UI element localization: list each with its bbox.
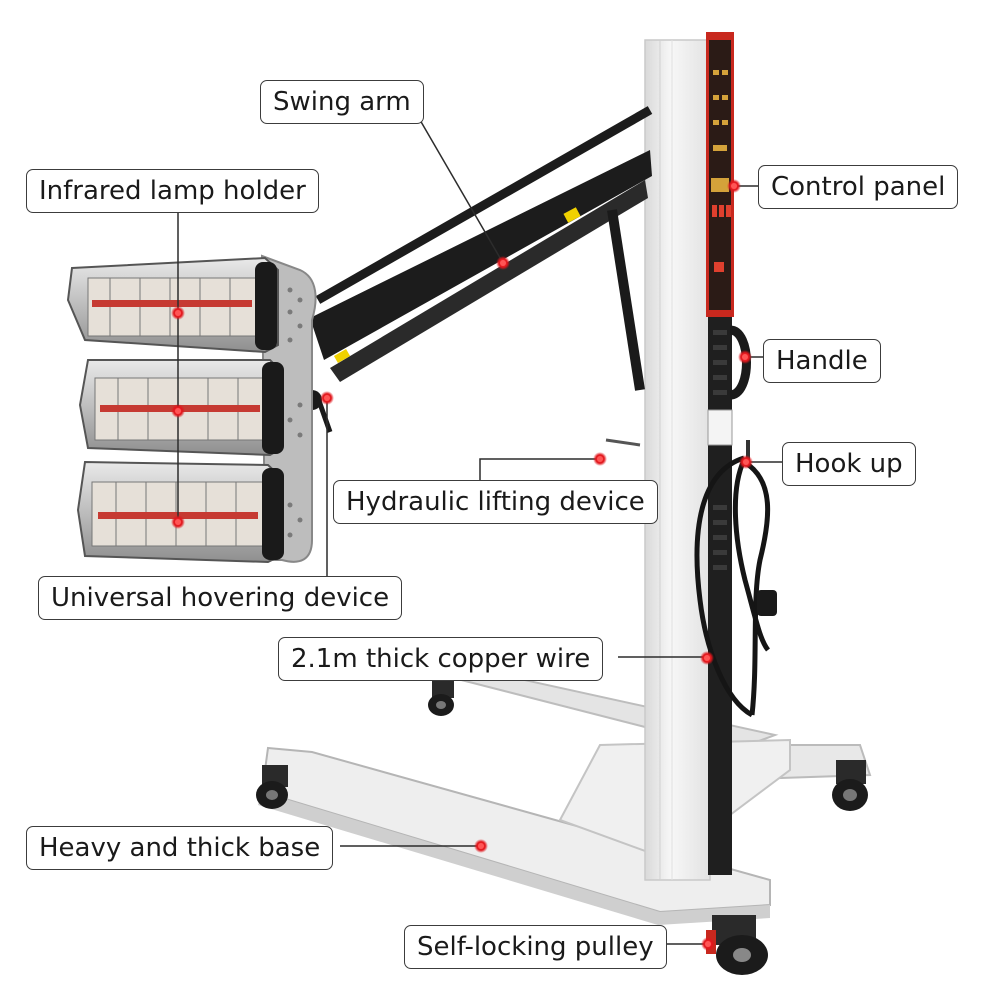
marker-base (474, 839, 488, 853)
callout-control-panel: Control panel (758, 165, 959, 209)
callout-infrared-lamp-holder: Infrared lamp holder (26, 169, 319, 213)
marker-lamp-bottom (171, 515, 185, 529)
marker-hook (739, 455, 753, 469)
callout-handle: Handle (763, 339, 881, 383)
caster-front-right (706, 915, 768, 975)
caster-rear-left (428, 680, 454, 716)
callout-swing-arm: Swing arm (260, 80, 424, 124)
control-panel-body (706, 32, 734, 317)
swing-arm-beam (310, 150, 652, 360)
callout-hydraulic-lifting-device: Hydraulic lifting device (333, 480, 658, 524)
callout-self-locking-pulley: Self-locking pulley (404, 925, 667, 969)
caster-front-left (256, 765, 288, 809)
caster-wheels (256, 680, 868, 975)
callout-heavy-base: Heavy and thick base (26, 826, 334, 870)
upright-column (644, 39, 733, 881)
marker-pulley (701, 937, 715, 951)
marker-hovering (320, 391, 334, 405)
callout-universal-hovering-device: Universal hovering device (38, 576, 403, 620)
lamp-head-top (66, 256, 279, 354)
callout-markers (171, 179, 753, 951)
callout-copper-wire: 2.1m thick copper wire (278, 637, 604, 681)
caster-rear-right (832, 760, 868, 811)
marker-handle (738, 350, 752, 364)
marker-lamp-top (171, 306, 185, 320)
marker-lamp-middle (171, 404, 185, 418)
leader-hydraulic (479, 458, 600, 480)
leader-swing-arm (419, 119, 504, 264)
power-cable (694, 440, 777, 718)
callout-hook-up: Hook up (782, 442, 916, 486)
marker-control-panel (727, 179, 741, 193)
base (258, 666, 872, 925)
marker-hydraulic (593, 452, 607, 466)
marker-swing-arm (496, 256, 510, 270)
swing-arm-assembly (302, 106, 653, 447)
marker-copper-wire (700, 651, 714, 665)
lamp-head-bottom (76, 460, 284, 564)
lamp-holder (66, 254, 317, 564)
